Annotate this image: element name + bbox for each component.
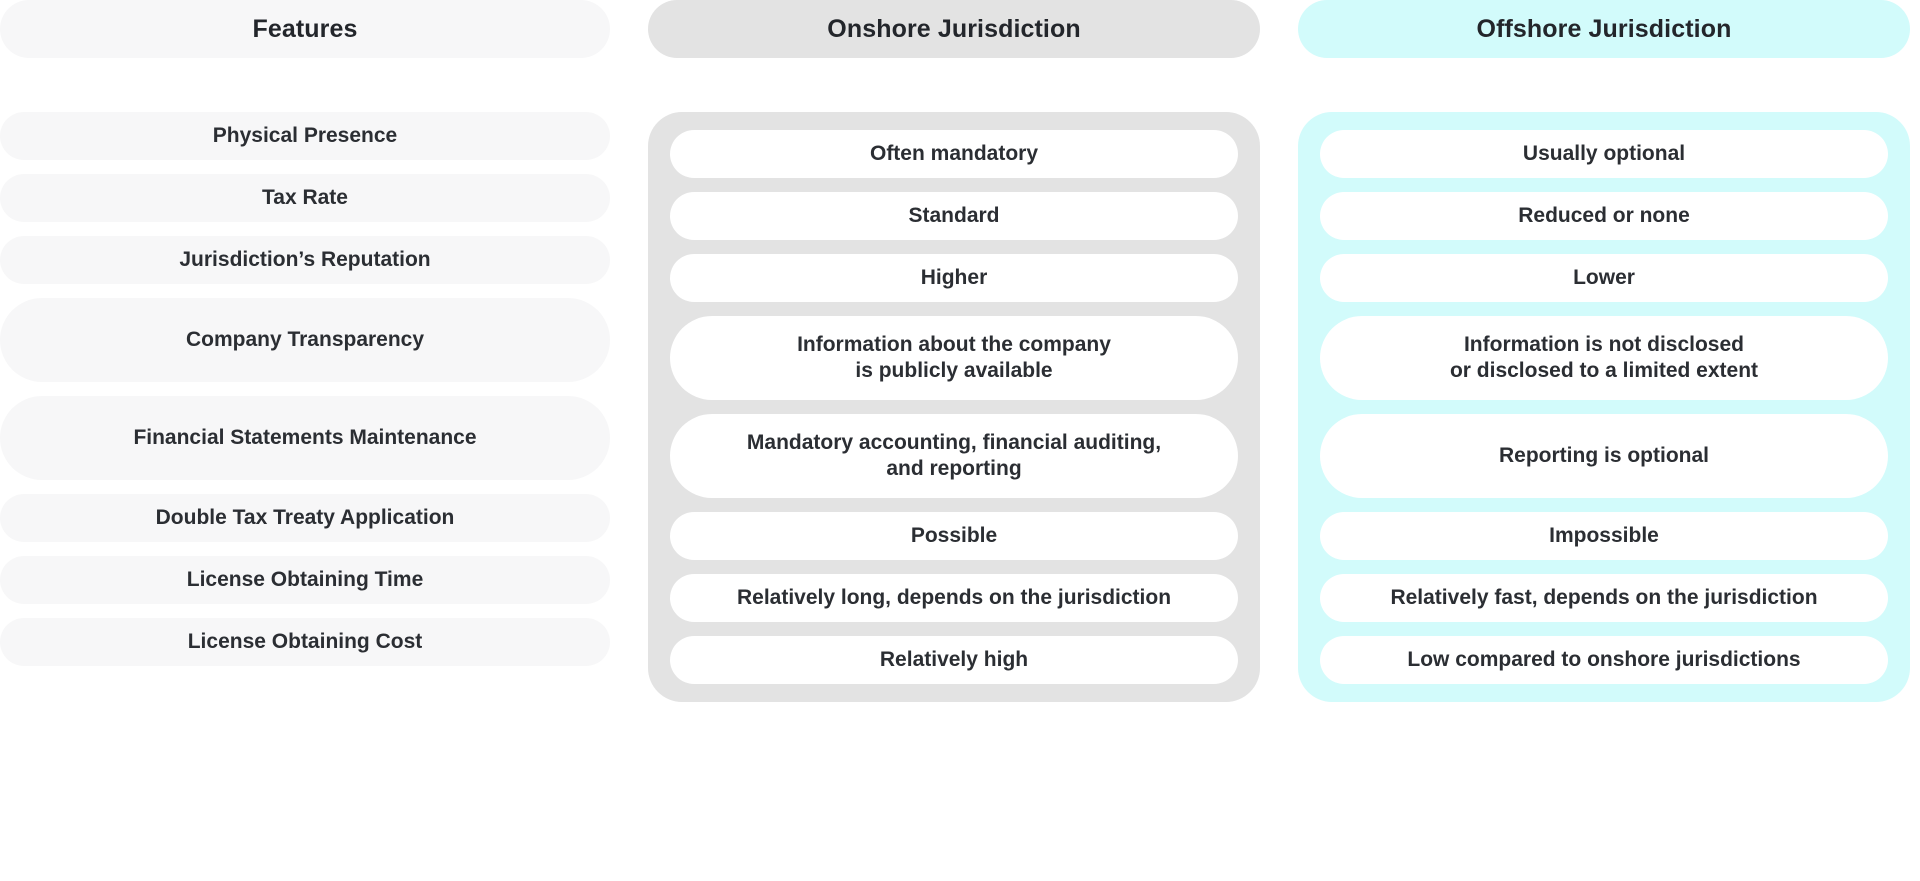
- onshore-value-cell: Relatively high: [670, 636, 1238, 684]
- cell-text: Mandatory accounting, financial auditing…: [747, 430, 1161, 483]
- cell-text: Jurisdiction’s Reputation: [179, 247, 430, 273]
- cell-line: Jurisdiction’s Reputation: [179, 247, 431, 271]
- cell-text: Reduced or none: [1518, 203, 1690, 229]
- feature-row-label: Jurisdiction’s Reputation: [0, 236, 610, 284]
- column-header-offshore: Offshore Jurisdiction: [1298, 0, 1910, 58]
- column-header-onshore: Onshore Jurisdiction: [648, 0, 1260, 58]
- cell-line: Possible: [910, 523, 998, 547]
- cell-text: Financial Statements Maintenance: [133, 425, 476, 451]
- cell-text: Information about the company is publicly…: [797, 332, 1111, 385]
- cell-text: Higher: [921, 265, 988, 291]
- cell-line: Reduced or none: [1518, 203, 1690, 227]
- onshore-value-cell: Possible: [670, 512, 1238, 560]
- cell-text: Double Tax Treaty Application: [156, 505, 455, 531]
- cell-line: Often mandatory: [869, 141, 1039, 165]
- feature-row-label: Double Tax Treaty Application: [0, 494, 610, 542]
- feature-row-label: Physical Presence: [0, 112, 610, 160]
- cell-line: Tax Rate: [262, 185, 348, 209]
- feature-row-label: License Obtaining Cost: [0, 618, 610, 666]
- offshore-value-cell: Low compared to onshore jurisdictions: [1320, 636, 1888, 684]
- cell-text: Information is not disclosed or disclosed…: [1450, 332, 1758, 385]
- feature-row-label: Tax Rate: [0, 174, 610, 222]
- offshore-value-cell: Reduced or none: [1320, 192, 1888, 240]
- cell-text: Often mandatory: [870, 141, 1038, 167]
- cell-text: Standard: [908, 203, 999, 229]
- onshore-value-cell: Information about the company is publicly…: [670, 316, 1238, 400]
- feature-row-label: License Obtaining Time: [0, 556, 610, 604]
- cell-line: Higher: [920, 265, 988, 289]
- onshore-value-cell: Relatively long, depends on the jurisdic…: [670, 574, 1238, 622]
- cell-line: Usually optional: [1522, 141, 1686, 165]
- cell-line: is publicly available: [855, 359, 1053, 382]
- cell-line: License Obtaining Cost: [187, 629, 423, 653]
- cell-line: Relatively high: [879, 647, 1029, 671]
- offshore-value-cell: Reporting is optional: [1320, 414, 1888, 498]
- cell-text: Impossible: [1549, 523, 1659, 549]
- cell-line: Double Tax Treaty Application: [155, 505, 455, 529]
- cell-line: Impossible: [1549, 523, 1659, 547]
- cell-line: Low compared to onshore jurisdictions: [1407, 647, 1801, 671]
- offshore-value-cell: Lower: [1320, 254, 1888, 302]
- offshore-value-cell: Usually optional: [1320, 130, 1888, 178]
- column-header-features: Features: [0, 0, 610, 58]
- cell-text: Possible: [911, 523, 997, 549]
- cell-line: Financial Statements Maintenance: [133, 425, 477, 449]
- cell-line: Standard: [908, 203, 1000, 227]
- offshore-value-cell: Information is not disclosed or disclosed…: [1320, 316, 1888, 400]
- cell-text: Relatively long, depends on the jurisdic…: [737, 585, 1171, 611]
- cell-line: Company Transparency: [185, 327, 425, 351]
- cell-text: Low compared to onshore jurisdictions: [1407, 647, 1800, 673]
- cell-text: Relatively fast, depends on the jurisdic…: [1390, 585, 1817, 611]
- onshore-value-cell: Standard: [670, 192, 1238, 240]
- cell-text: Lower: [1573, 265, 1635, 291]
- cell-line: Relatively fast, depends on the jurisdic…: [1390, 585, 1818, 609]
- feature-row-label: Company Transparency: [0, 298, 610, 382]
- cell-line: Mandatory accounting, financial auditing…: [746, 430, 1162, 454]
- onshore-value-cell: Often mandatory: [670, 130, 1238, 178]
- cell-text: Company Transparency: [186, 327, 424, 353]
- cell-line: or disclosed to a limited extent: [1449, 359, 1759, 382]
- cell-line: Lower: [1573, 265, 1635, 289]
- onshore-value-cell: Mandatory accounting, financial auditing…: [670, 414, 1238, 498]
- cell-text: Reporting is optional: [1499, 443, 1709, 469]
- cell-text: License Obtaining Time: [187, 567, 424, 593]
- cell-line: Reporting is optional: [1499, 443, 1709, 467]
- offshore-value-cell: Impossible: [1320, 512, 1888, 560]
- feature-row-label: Financial Statements Maintenance: [0, 396, 610, 480]
- cell-line: Information about the company: [797, 332, 1111, 356]
- cell-line: Physical Presence: [212, 123, 398, 147]
- cell-text: Relatively high: [880, 647, 1028, 673]
- cell-text: License Obtaining Cost: [188, 629, 423, 655]
- cell-text: Physical Presence: [213, 123, 397, 149]
- cell-line: Relatively long, depends on the jurisdic…: [736, 585, 1172, 609]
- cell-line: License Obtaining Time: [186, 567, 424, 591]
- cell-line: and reporting: [886, 457, 1022, 480]
- cell-text: Tax Rate: [262, 185, 348, 211]
- onshore-value-cell: Higher: [670, 254, 1238, 302]
- cell-text: Usually optional: [1523, 141, 1685, 167]
- offshore-value-cell: Relatively fast, depends on the jurisdic…: [1320, 574, 1888, 622]
- cell-line: Information is not disclosed: [1463, 332, 1744, 356]
